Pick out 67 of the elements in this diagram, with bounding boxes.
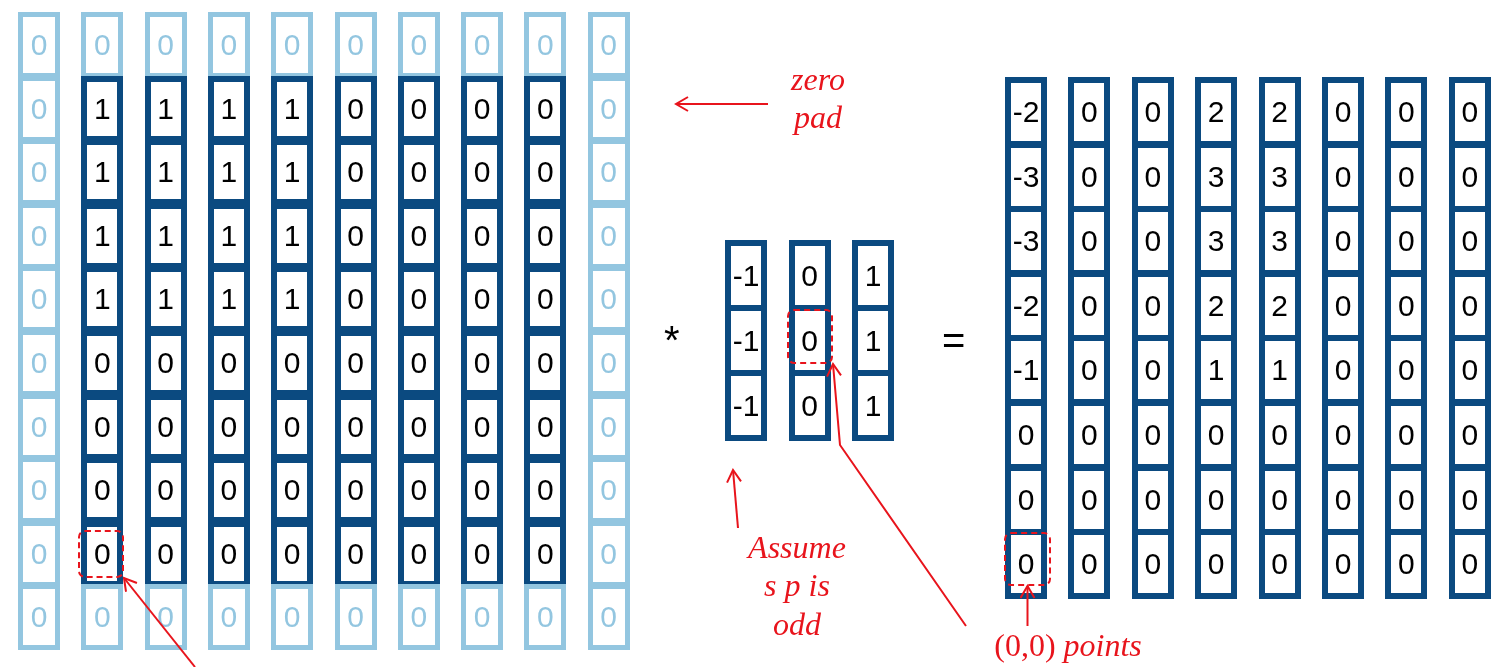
matrix-cell: 0 [461, 393, 504, 460]
matrix-cell: 0 [461, 584, 504, 651]
matrix-cell: 0 [524, 330, 567, 396]
matrix-cell: 0 [144, 584, 187, 651]
matrix-cell: 0 [81, 330, 124, 396]
equals-sign: = [942, 318, 966, 363]
matrix-cell: 0 [587, 12, 630, 78]
matrix-cell: 0 [587, 330, 630, 396]
matrix-cell: 0 [587, 202, 630, 269]
matrix-cell: 1 [207, 202, 250, 269]
matrix-cell: 0 [397, 393, 440, 460]
matrix-cell: 0 [144, 330, 187, 396]
matrix-cell: 0 [334, 584, 377, 651]
matrix-cell: 0 [271, 330, 314, 396]
matrix-cell: 1 [144, 75, 187, 142]
matrix-cell: 0 [271, 393, 314, 460]
matrix-cell: 1 [271, 75, 314, 142]
highlight-box [787, 309, 833, 364]
matrix-cell: 1 [81, 75, 124, 142]
annotation-text: zero pad [768, 60, 868, 137]
multiply-sign: * [664, 318, 680, 363]
matrix-cell: 0 [334, 330, 377, 396]
annotation-text: Assume s p is odd [738, 528, 856, 644]
matrix-cell: 0 [524, 584, 567, 651]
leader-line [123, 577, 196, 667]
matrix-cell: 0 [81, 393, 124, 460]
matrix-cell: 0 [334, 202, 377, 269]
matrix-cell: 0 [587, 75, 630, 142]
matrix-cell: 0 [334, 393, 377, 460]
matrix-cell: 0 [587, 584, 630, 651]
matrix-cell: 0 [397, 202, 440, 269]
matrix-cell: 0 [144, 393, 187, 460]
matrix-cell: 0 [18, 202, 60, 269]
matrix-cell: 0 [587, 520, 630, 587]
matrix-cell: 0 [18, 393, 60, 460]
matrix-cell: 0 [587, 393, 630, 460]
matrix-cell: 0 [524, 202, 567, 269]
matrix-cell: 0 [18, 584, 60, 651]
matrix-cell: 0 [397, 75, 440, 142]
matrix-cell: 0 [207, 393, 250, 460]
matrix-cell: 0 [207, 330, 250, 396]
highlight-box [1004, 532, 1051, 586]
matrix-cell: 0 [524, 75, 567, 142]
matrix-cell: 0 [18, 75, 60, 142]
matrix-cell: 0 [271, 584, 314, 651]
matrix-cell: 0 [81, 584, 124, 651]
matrix-cell: 1 [144, 202, 187, 269]
matrix-cell: 0 [334, 75, 377, 142]
highlight-box [78, 530, 124, 578]
matrix-cell: 1 [207, 75, 250, 142]
matrix-cell: 0 [461, 202, 504, 269]
matrix-cell: 0 [461, 330, 504, 396]
matrix-cell: 0 [18, 12, 60, 78]
matrix-cell: 0 [207, 584, 250, 651]
matrix-cell: 1 [271, 202, 314, 269]
annotation-text: (0,0) points [966, 626, 1170, 665]
matrix-cell: 0 [524, 393, 567, 460]
matrix-cell: 0 [397, 584, 440, 651]
matrix-cell: 0 [18, 330, 60, 396]
leader-line [675, 96, 769, 112]
matrix-cell: 0 [461, 75, 504, 142]
matrix-cell: 1 [81, 202, 124, 269]
leader-line [1019, 585, 1036, 627]
matrix-cell: 0 [18, 520, 60, 587]
leader-line [826, 363, 967, 627]
leader-line [726, 469, 742, 529]
matrix-cell: 0 [397, 330, 440, 396]
